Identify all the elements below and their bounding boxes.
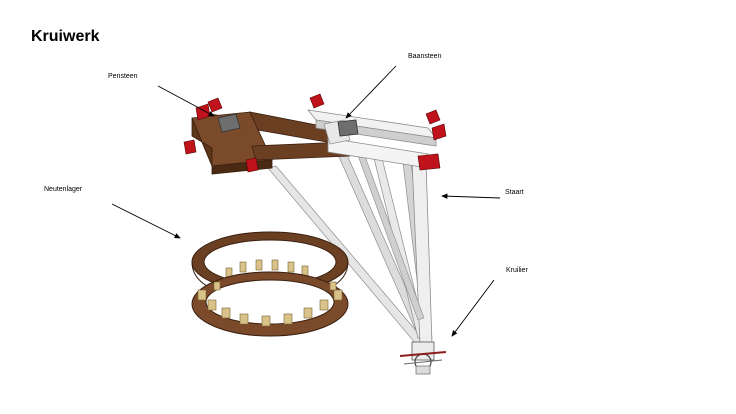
arrow-pensteen [157,85,215,117]
label-pensteen: Pensteen [108,73,138,80]
label-neutenlager: Neutenlager [44,186,83,193]
arrow-staart [441,193,501,199]
arrow-kruilier [451,279,495,337]
neutenlager-lower-ring [191,271,349,337]
red-caps [183,93,447,173]
wooden-frame [191,111,351,175]
label-baansteen: Baansteen [408,53,442,60]
bearing-rollers-lower [197,281,343,327]
white-frame [307,109,437,169]
annotation-arrows [111,65,501,337]
arrow-neutenlager [111,203,181,239]
kruilier-winch [399,341,447,375]
arrow-baansteen [345,65,397,119]
diagram-title: Kruiwerk [31,28,100,45]
label-staart: Staart [505,189,524,196]
label-kruilier: Kruilier [506,267,528,274]
